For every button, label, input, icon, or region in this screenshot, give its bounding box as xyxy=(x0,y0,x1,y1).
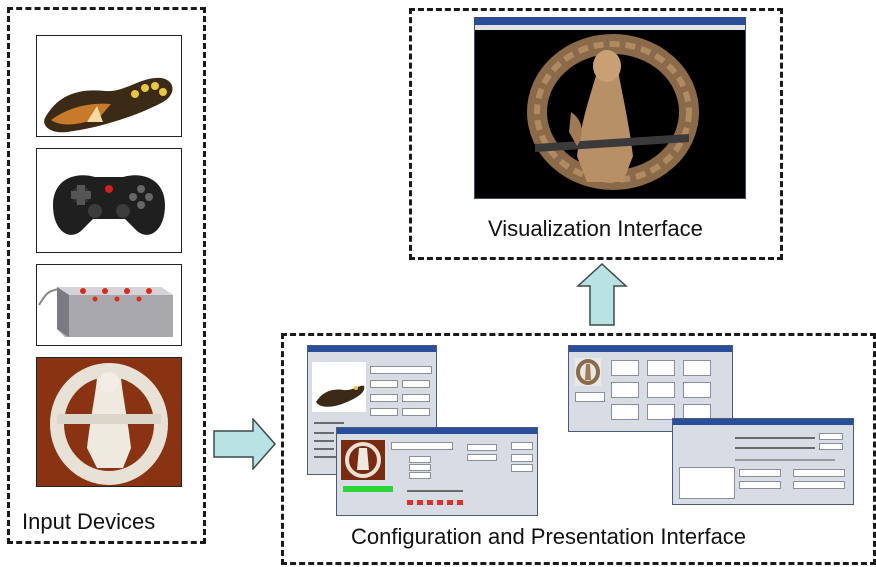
up-arrow-icon xyxy=(576,262,628,326)
configuration-interface-panel xyxy=(281,333,876,565)
gamepad-tile xyxy=(36,148,182,253)
hand-controller-icon xyxy=(44,77,173,133)
seal-thumbnail-icon xyxy=(575,358,601,386)
visualization-interface-panel xyxy=(409,8,783,260)
visualization-window xyxy=(474,17,746,199)
device-thumbnail-icon xyxy=(312,362,366,412)
up-arrow-shape xyxy=(576,262,628,326)
visualization-interface-label: Visualization Interface xyxy=(488,216,703,241)
replica-seal-icon xyxy=(37,358,181,486)
config-window-settings xyxy=(672,418,854,505)
config-window-grid xyxy=(568,345,733,432)
3d-seal-model-icon xyxy=(527,34,699,190)
configuration-interface-label: Configuration and Presentation Interface xyxy=(351,524,747,549)
button-box-icon xyxy=(38,287,173,337)
gamepad-icon xyxy=(53,175,165,235)
input-devices-label: Input Devices xyxy=(22,509,156,534)
button-box-tile xyxy=(36,264,182,346)
right-arrow-icon xyxy=(213,418,277,470)
seal-thumbnail-icon xyxy=(341,440,385,480)
input-devices-panel xyxy=(7,7,206,544)
config-window-presentation xyxy=(336,427,538,516)
replica-seal-tile xyxy=(36,357,182,487)
hand-controller-tile xyxy=(36,35,182,137)
right-arrow-shape xyxy=(213,418,276,470)
